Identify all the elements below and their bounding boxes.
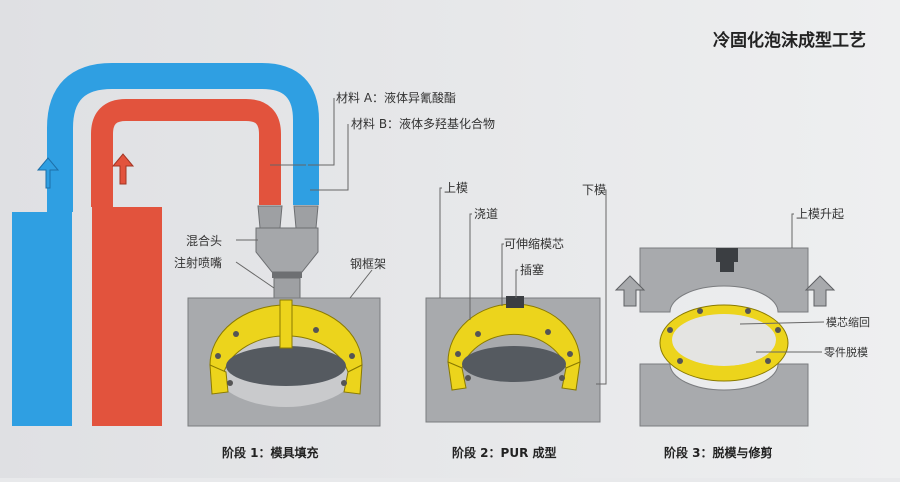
stage2-caption: 阶段 2：PUR 成型 (452, 445, 557, 460)
core-retract-label: 模芯缩回 (826, 315, 870, 329)
material-a-pipe (12, 63, 319, 426)
lower-mold-label: 下模 (582, 183, 606, 197)
arrow-up-icon (111, 153, 135, 185)
stage2-leader-lines (439, 187, 607, 385)
released-part (659, 304, 789, 382)
stage1-caption: 阶段 1：模具填充 (222, 445, 319, 460)
stage3-leader-lines (739, 213, 825, 353)
core-label: 可伸缩模芯 (504, 236, 564, 251)
mixing-head-label: 混合头 (186, 233, 222, 248)
material-callout-lines (270, 98, 349, 191)
stage1-mold (187, 297, 381, 427)
stage3-caption: 阶段 3：脱模与修剪 (664, 445, 773, 460)
diagram-title: 冷固化泡沫成型工艺 (713, 30, 866, 51)
runner-label: 浇道 (474, 207, 498, 221)
nozzle-label: 注射喷嘴 (174, 255, 222, 270)
steel-frame-label: 钢框架 (350, 257, 386, 271)
material-b-label: 材料 B：液体多羟基化合物 (351, 116, 495, 131)
leader-line (349, 269, 373, 299)
arrow-up-icon (36, 157, 60, 189)
stage3-lower-mold (639, 363, 809, 427)
arrow-up-icon (804, 275, 836, 307)
arrow-up-icon (614, 275, 646, 307)
upper-mold-label: 上模 (444, 181, 468, 195)
stage3-upper-mold (639, 247, 809, 313)
leader-line (235, 261, 275, 289)
mixing-head (255, 205, 319, 301)
material-b-pipe (91, 99, 281, 426)
stage2-mold (425, 296, 601, 423)
part-release-label: 零件脱模 (824, 345, 868, 359)
plug-label: 插塞 (520, 262, 544, 277)
mold-lift-label: 上模升起 (796, 207, 844, 221)
material-a-label: 材料 A：液体异氰酸酯 (336, 90, 456, 105)
